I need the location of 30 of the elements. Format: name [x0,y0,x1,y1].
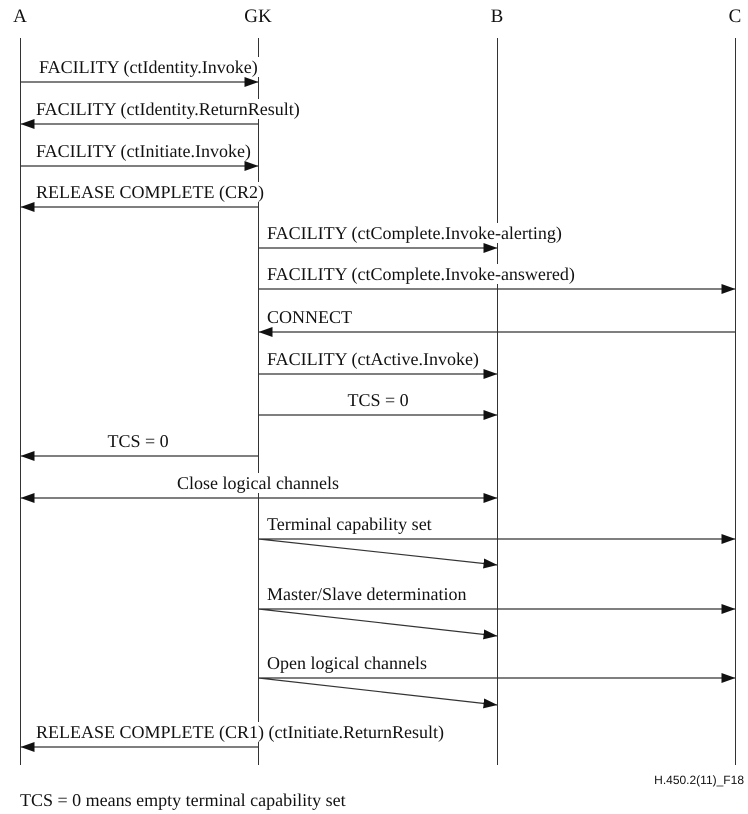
message-arrow [20,202,258,212]
figure-id: H.450.2(11)_F18 [654,773,744,787]
message-arrow [20,493,498,503]
participant-label: C [728,6,742,28]
message-arrow [258,369,498,379]
message-arrow [258,243,498,253]
footnote: TCS = 0 means empty terminal capability set [20,790,346,811]
message-label: FACILITY (ctIdentity.ReturnResult) [35,99,301,119]
participant-label: B [490,6,504,28]
message-arrow [20,77,258,87]
message-label: Close logical channels [176,473,340,493]
message-label: FACILITY (ctComplete.Invoke-answered) [266,264,576,284]
participant-label: A [13,6,27,28]
participant-label: GK [244,6,272,28]
message-arrow [258,604,736,614]
message-arrow [258,677,498,708]
message-label: RELEASE COMPLETE (CR1) (ctInitiate.ReturnResult) [35,722,445,742]
message-label: RELEASE COMPLETE (CR2) [35,182,265,202]
message-arrow [258,410,498,420]
message-label: FACILITY (ctComplete.Invoke-alerting) [266,223,563,243]
message-arrow [258,538,498,568]
message-arrow [258,327,736,337]
message-arrow [258,608,498,640]
message-arrow [258,673,736,683]
message-arrow [20,119,258,129]
message-arrow [20,742,258,752]
message-arrow [20,161,258,171]
message-arrow [258,284,736,294]
message-label: FACILITY (ctIdentity.Invoke) [38,57,259,77]
message-arrow [20,451,258,461]
